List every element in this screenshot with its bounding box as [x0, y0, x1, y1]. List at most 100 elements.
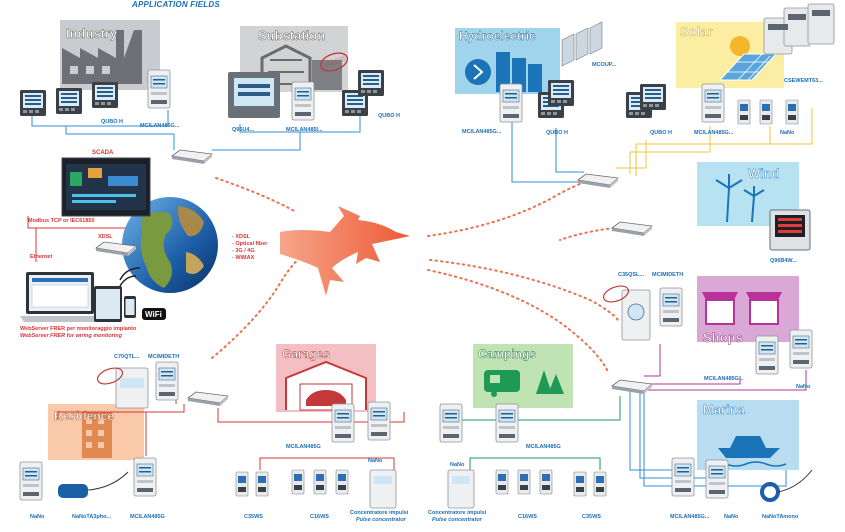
camp-nano-meter: [439, 403, 463, 443]
shops-din-meter: [755, 335, 779, 375]
residence-mcilan-label: MCILAN485G: [130, 514, 165, 520]
solar-nano-3: [785, 99, 799, 125]
transport-fiber: - Optical fiber: [232, 241, 268, 247]
hydro-solar-router: [577, 173, 619, 189]
solar-nano-label: NaNo: [780, 130, 795, 136]
marina-din-meter: [671, 457, 695, 497]
xdsl-link-label: XDSL: [98, 234, 113, 240]
residence-router: [187, 391, 229, 407]
industry-meter-1: [20, 90, 46, 116]
shops-mcimideth: [659, 287, 683, 327]
garage-c35ws-label: C35WS: [244, 514, 263, 520]
shops-c35-label: C35QSL...: [618, 272, 644, 278]
solar-csew-label: CSEWEMT63...: [784, 78, 823, 84]
shops-label: Shops: [703, 330, 743, 345]
garage-c35ws-1: [235, 471, 249, 497]
hydro-qubo-label: QUBO H: [546, 130, 568, 136]
substation-qubo-label: QUBO H: [378, 113, 400, 119]
solar-qubo-label: QUBO H: [650, 130, 672, 136]
marina-label: Marina: [703, 402, 746, 417]
network-arrow: [280, 206, 410, 296]
substation-mcilan-label: MCILAN485I...: [286, 127, 323, 133]
globe-icon: [122, 197, 218, 293]
substation-q96-meter: [228, 72, 280, 118]
camp-mcilan-label: MCILAN485G: [526, 444, 561, 450]
garage-nano-label: NaNo: [368, 458, 383, 464]
camp-conc-en-label: Pulse concentrator: [432, 517, 483, 523]
industry-router: [171, 149, 213, 165]
industry-mcilan-label: MCILAN485G...: [140, 123, 180, 129]
industry-tile: [60, 20, 160, 90]
marina-nanotam-label: NaNoTAmono: [762, 514, 799, 520]
transport-mobile: - 3G / 4G: [232, 248, 255, 254]
substation-stamp: [319, 52, 349, 72]
residence-tile: [48, 404, 144, 460]
industry-meter-3: [92, 82, 118, 108]
garage-pulse-concentrator: [369, 469, 397, 509]
residence-stamp: [96, 367, 124, 385]
protocol-label: Modbus TCP or IEC61850: [28, 218, 95, 224]
wind-q96-meter: [769, 209, 811, 251]
camp-c16ws-3: [539, 469, 553, 495]
garage-din-meter: [331, 403, 355, 443]
camp-c16ws-label: C16WS: [518, 514, 537, 520]
application-fields-heading: APPLICATION FIELDS: [132, 0, 220, 9]
hydro-mcilan-label: MCILAN485G...: [462, 129, 502, 135]
camp-c16ws-2: [517, 469, 531, 495]
garage-conc-it-label: Concentratore impulsi: [350, 510, 409, 516]
marina-current-clamp: [760, 469, 813, 502]
solar-nano-2: [759, 99, 773, 125]
hydro-din-meter: [499, 83, 523, 123]
shops-marina-router: [611, 379, 653, 395]
substation-din-meter: [291, 81, 315, 121]
camp-din-meter: [495, 403, 519, 443]
garages-label: Garages: [282, 347, 330, 361]
marina-nano-meter: [705, 459, 729, 499]
hydroelectric-tile: [455, 28, 560, 94]
solar-nano-1: [737, 99, 751, 125]
campings-label: Campings: [478, 347, 536, 361]
hydroelectric-label: Hydroelectric: [459, 29, 536, 43]
transport-xdsl: - XDSL: [232, 234, 251, 240]
wind-router: [611, 221, 653, 237]
camp-c35ws-2: [593, 471, 607, 497]
shops-c35-meter: [621, 289, 651, 341]
industry-label: Industry: [66, 26, 118, 41]
garage-conc-en-label: Pulse concentrator: [356, 517, 407, 523]
garage-c16ws-2: [313, 469, 327, 495]
industry-din-meter: [147, 69, 171, 109]
garage-c16ws-3: [335, 469, 349, 495]
residence-nano-label: NaNo: [30, 514, 45, 520]
wifi-icon: WiFi: [119, 267, 166, 320]
garage-c35ws-2: [255, 471, 269, 497]
marina-nano-label: NaNo: [724, 514, 739, 520]
shops-stamp: [602, 285, 630, 303]
hydro-mcoup-label: MCOUP...: [592, 62, 617, 68]
wifi-label: WiFi: [145, 310, 162, 319]
garage-nano-meter: [367, 401, 391, 441]
garage-mcilan-label: MCILAN485G: [286, 444, 321, 450]
solar-energy-meters: [763, 3, 835, 55]
residence-nanota-clamp: [58, 471, 129, 498]
garage-c16ws-label: C16WS: [310, 514, 329, 520]
scada-label: SCADA: [92, 150, 114, 156]
garage-c16ws-1: [291, 469, 305, 495]
solar-mcilan-label: MCILAN485G...: [694, 130, 734, 136]
residence-label: Residence: [54, 409, 114, 423]
shops-tile: [697, 276, 799, 342]
solar-label: Solar: [680, 24, 713, 39]
residence-mcimideth-label: MCIMIDETH: [148, 354, 179, 360]
garages-tile: [276, 344, 376, 412]
webserver-en-label: WebServer FRER for wiring monitoring: [20, 333, 123, 339]
residence-c70-meter: [115, 367, 149, 409]
camp-conc-it-label: Concentratore impulsi: [428, 510, 487, 516]
substation-q96-label: Q96U4...: [232, 127, 254, 133]
solar-meter-2: [640, 84, 666, 110]
camp-nano-label: NaNo: [450, 462, 465, 468]
wind-label: Wind: [748, 166, 780, 181]
web-clients: [20, 272, 136, 322]
residence-din-meter: [133, 457, 157, 497]
wind-q96-label: Q96B4W...: [770, 258, 797, 264]
marina-tile: [697, 400, 799, 470]
